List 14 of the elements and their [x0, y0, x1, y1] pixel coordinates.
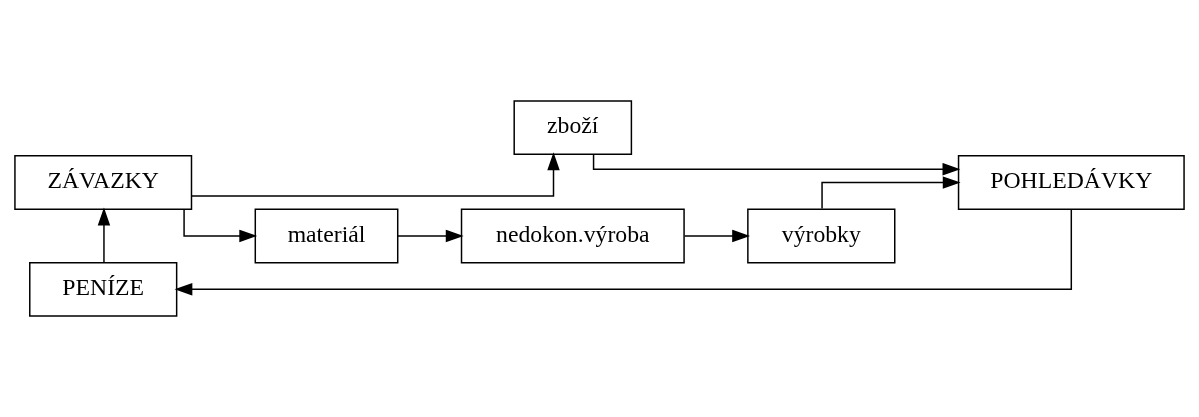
node-box: ZÁVAZKY [14, 155, 193, 210]
arrow [397, 229, 464, 243]
arrow [683, 229, 750, 243]
node-box: zboží [513, 100, 633, 156]
node-box: materiál [254, 208, 399, 264]
node-box: výrobky [747, 208, 896, 264]
arrow [183, 209, 258, 243]
node-box: PENÍZE [29, 261, 178, 317]
arrow [821, 176, 961, 210]
arrow [174, 208, 1073, 296]
arrow [97, 207, 111, 264]
arrow [190, 152, 560, 197]
node-box: nedokon.výroba [460, 208, 685, 264]
node-box: POHLEDÁVKY [957, 155, 1185, 210]
